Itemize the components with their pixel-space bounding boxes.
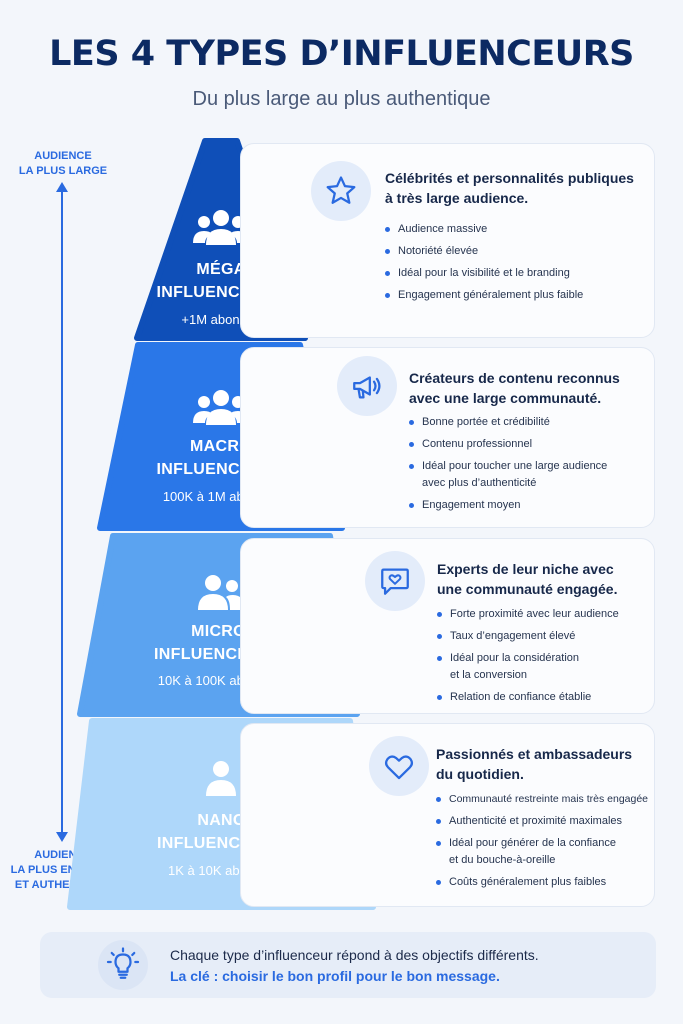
list-item: Authenticité et proximité maximales [436, 813, 648, 830]
card-bullets-mega: Audience massive Notoriété élevée Idéal … [385, 221, 583, 309]
list-item: Relation de confiance établie [437, 689, 619, 706]
list-item: Coûts généralement plus faibles [436, 874, 648, 891]
list-item: Forte proximité avec leur audience [437, 606, 619, 623]
card-heading-micro-line1: Experts de leur niche avec [437, 561, 614, 577]
tier-card-mega: Célébrités et personnalités publiques à … [240, 143, 655, 338]
card-heading-mega-line2: à très large audience. [385, 190, 529, 206]
card-icon-nano [369, 736, 429, 796]
card-icon-micro [365, 551, 425, 611]
page-subtitle: Du plus large au plus authentique [192, 88, 491, 110]
list-item: Idéal pour la considération [437, 650, 619, 667]
card-heading-mega-line1: Célébrités et personnalités publiques [385, 170, 634, 186]
card-bullets-micro: Forte proximité avec leur audience Taux … [437, 606, 619, 711]
card-heading-micro-line2: une communauté engagée. [437, 581, 618, 597]
list-item: Bonne portée et crédibilité [409, 414, 607, 431]
megaphone-icon [353, 376, 381, 399]
heart-icon [384, 755, 414, 780]
tier-mega-name-line1: MÉGA [196, 261, 246, 278]
card-heading-nano: Passionnés et ambassadeurs du quotidien. [436, 744, 632, 784]
list-item-continuation: et du bouche-à-oreille [449, 854, 556, 866]
list-item-continuation: et la conversion [450, 669, 528, 681]
list-item: Idéal pour générer de la confiance [436, 835, 648, 852]
axis-top-label-line1: AUDIENCE [34, 150, 92, 162]
card-heading-macro-line2: avec une large communauté. [409, 390, 602, 406]
page-title: LES 4 TYPES D’INFLUENCEURS [49, 34, 634, 74]
card-heading-mega: Célébrités et personnalités publiques à … [385, 168, 634, 208]
footer-icon-wrap [98, 940, 148, 990]
star-icon [326, 176, 356, 204]
list-item: Notoriété élevée [385, 243, 583, 260]
group-icon [193, 210, 249, 245]
lightbulb-icon [106, 947, 140, 979]
tier-micro-name-line1: MICRO [191, 623, 246, 640]
list-item-continuation: avec plus d’authenticité [422, 477, 537, 489]
list-item: Communauté restreinte mais très engagée [436, 791, 648, 808]
list-item: Engagement moyen [409, 497, 607, 514]
chat-heart-icon [381, 568, 409, 595]
tier-card-micro: Experts de leur niche avec une communaut… [240, 538, 655, 714]
card-heading-nano-line1: Passionnés et ambassadeurs [436, 746, 633, 762]
card-heading-micro: Experts de leur niche avec une communaut… [437, 559, 617, 599]
card-heading-nano-line2: du quotidien. [436, 766, 524, 782]
audience-axis-arrow [56, 182, 68, 842]
list-item: Audience massive [385, 221, 583, 238]
tier-macro-name-line1: MACRO [190, 438, 252, 455]
list-item: Contenu professionnel [409, 436, 607, 453]
pair-icon [198, 575, 244, 610]
axis-top-label-line2: LA PLUS LARGE [18, 165, 108, 177]
card-heading-macro: Créateurs de contenu reconnus avec une l… [409, 368, 620, 408]
tier-card-macro: Créateurs de contenu reconnus avec une l… [240, 347, 655, 528]
footer-highlight: La clé : choisir le bon profil pour le b… [170, 968, 500, 984]
list-item: Idéal pour toucher une large audience [409, 458, 607, 475]
footer-callout: Chaque type d’influenceur répond à des o… [40, 932, 656, 998]
list-item: Idéal pour la visibilité et le branding [385, 265, 583, 282]
tier-card-nano: Passionnés et ambassadeurs du quotidien.… [240, 723, 655, 907]
card-bullets-nano: Communauté restreinte mais très engagée … [436, 791, 648, 896]
person-icon [206, 761, 236, 796]
card-heading-macro-line1: Créateurs de contenu reconnus [409, 370, 620, 386]
footer-text: Chaque type d’influenceur répond à des o… [170, 947, 539, 963]
card-bullets-macro: Bonne portée et crédibilité Contenu prof… [409, 414, 607, 519]
card-icon-mega [311, 161, 371, 221]
tier-nano-name-line1: NANO [197, 812, 246, 829]
axis-top-label: AUDIENCE LA PLUS LARGE [8, 149, 118, 179]
list-item: Engagement généralement plus faible [385, 287, 583, 304]
card-icon-macro [337, 356, 397, 416]
list-item: Taux d’engagement élevé [437, 628, 619, 645]
